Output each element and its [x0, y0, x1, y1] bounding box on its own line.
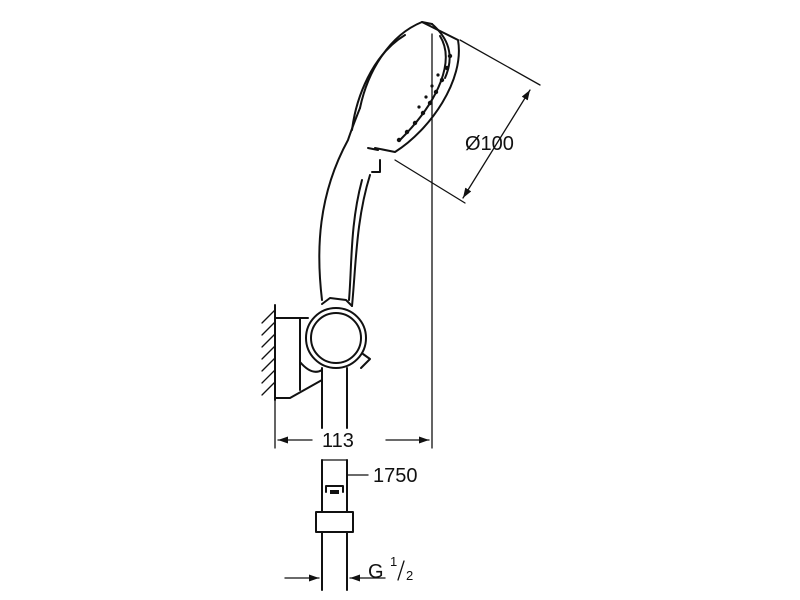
- hose-upper: [321, 367, 348, 429]
- projection-label: 113: [322, 430, 354, 452]
- projection-dimension: 113: [277, 430, 430, 452]
- diameter-label: Ø100: [465, 133, 514, 155]
- hose-length-label: 1750: [373, 465, 418, 487]
- thread-numerator-label: 1: [390, 554, 397, 569]
- thread-fraction-slash: [397, 560, 405, 581]
- thread-dimension: G 1 2: [284, 554, 413, 583]
- wall-holder: [274, 297, 371, 399]
- thread-denominator-label: 2: [406, 568, 413, 583]
- diameter-dimension: Ø100: [394, 39, 541, 204]
- wall-hatching: [261, 304, 276, 401]
- hose-lower: 1750: [321, 459, 418, 513]
- nozzle-dots: [396, 53, 453, 143]
- hand-shower: [318, 21, 460, 307]
- knurled-nut: [315, 511, 354, 591]
- thread-prefix-label: G: [368, 561, 384, 583]
